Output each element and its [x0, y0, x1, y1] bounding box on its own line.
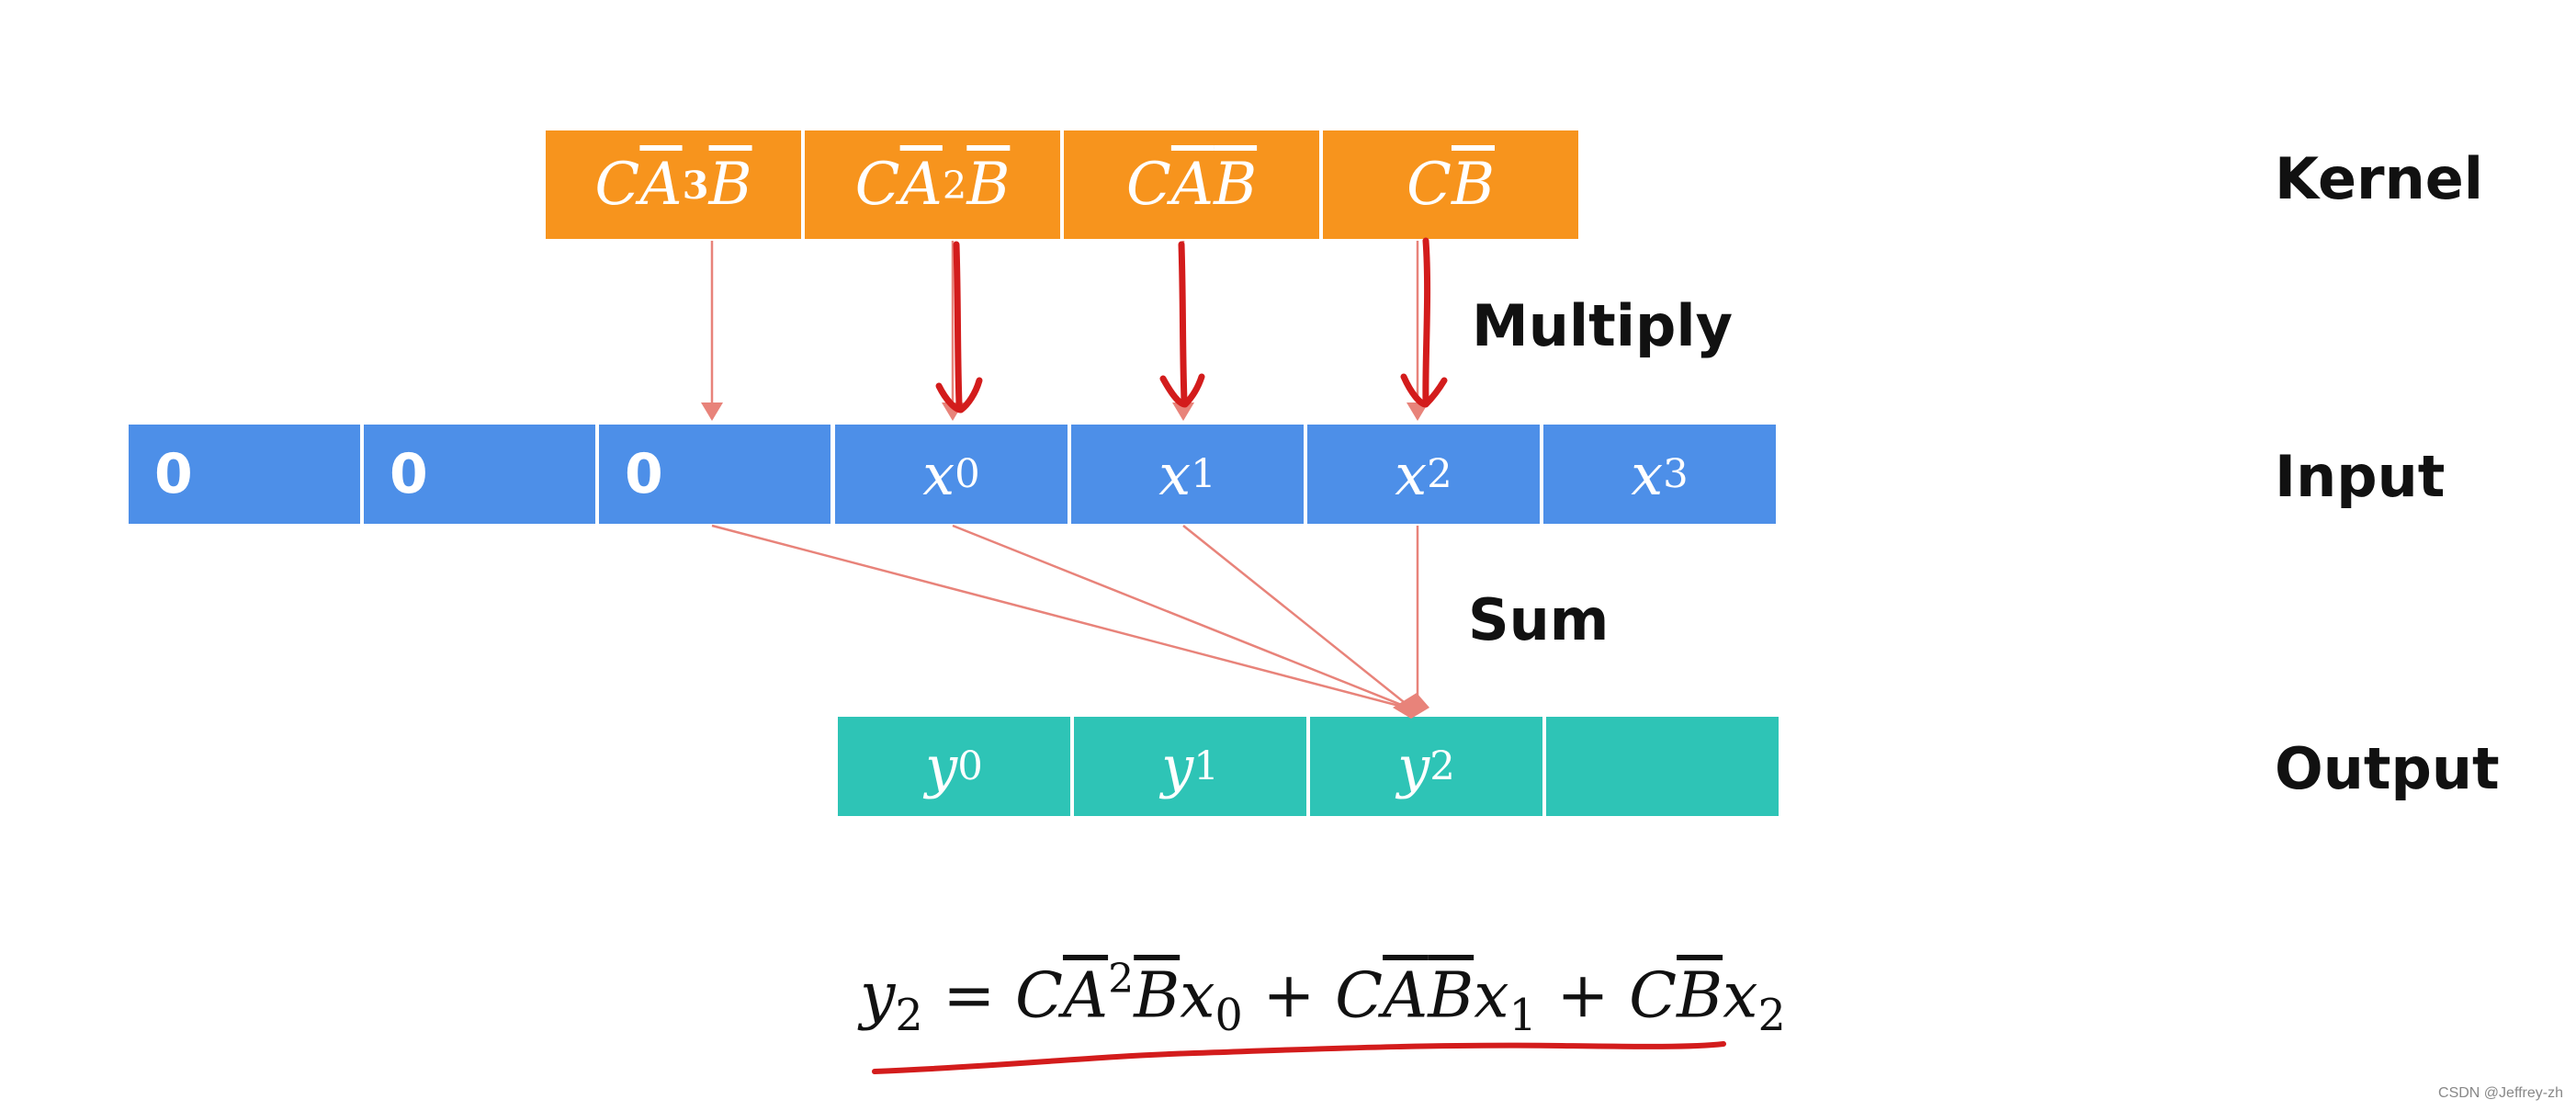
- red-arrowhead-2: [1159, 373, 1205, 408]
- kernel-label: Kernel: [2275, 145, 2484, 212]
- formula-underline: [872, 1041, 1726, 1074]
- sum-line-1: [711, 524, 1414, 711]
- red-arrow-1: [953, 241, 963, 408]
- output-label: Output: [2275, 735, 2500, 802]
- red-marker-arrows: [935, 237, 1448, 414]
- input-cell-zero-2: 0: [364, 425, 595, 524]
- output-cell-empty: [1546, 717, 1779, 816]
- sum-line-2: [952, 524, 1414, 711]
- output-formula: y2 = CA2Bx0 + CABx1 + CBx2: [860, 956, 1786, 1041]
- sum-label: Sum: [1468, 586, 1610, 653]
- multiply-arrowhead-3: [1172, 402, 1194, 421]
- multiply-arrowhead-4: [1407, 402, 1429, 421]
- red-arrowhead-1: [935, 377, 983, 414]
- input-cell-zero-3: 0: [599, 425, 830, 524]
- sum-line-3: [1182, 525, 1414, 710]
- red-arrow-2: [1178, 241, 1188, 404]
- sum-arrowhead: [1393, 693, 1429, 719]
- multiply-arrowhead-1: [701, 402, 723, 421]
- multiply-label: Multiply: [1472, 292, 1734, 359]
- red-arrowhead-3: [1400, 373, 1448, 408]
- red-arrow-3: [1422, 237, 1431, 406]
- input-label: Input: [2275, 443, 2446, 510]
- watermark: CSDN @Jeffrey-zh: [2438, 1085, 2563, 1101]
- input-cell-zero-1: 0: [129, 425, 360, 524]
